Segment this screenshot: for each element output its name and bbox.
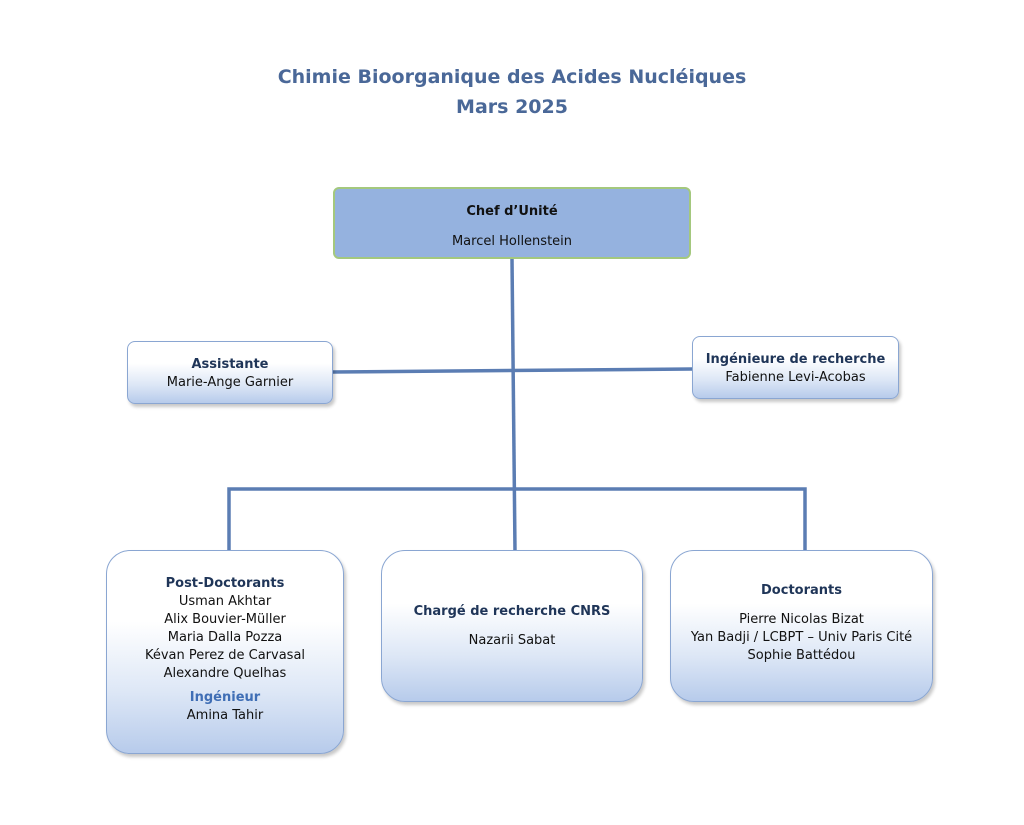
doctorants-box: Doctorants Pierre Nicolas Bizat Yan Badj…: [670, 550, 933, 702]
ingenieur-role: Ingénieur: [189, 690, 261, 705]
assistante-name: Marie-Ange Garnier: [166, 375, 294, 390]
chef-unite-box: Chef d’Unité Marcel Hollenstein: [333, 187, 691, 259]
ingenieur-name: Amina Tahir: [186, 708, 264, 723]
doctorant-member: Sophie Battédou: [747, 648, 856, 663]
trunk-line: [510, 258, 517, 552]
postdoc-member: Alexandre Quelhas: [163, 666, 287, 681]
doctorant-member: Yan Badji / LCBPT – Univ Paris Cité: [690, 630, 913, 645]
chart-title: Chimie Bioorganique des Acides Nucléique…: [277, 66, 747, 88]
postdoc-member: Maria Dalla Pozza: [167, 630, 283, 645]
ingenieure-recherche-box: Ingénieure de recherche Fabienne Levi-Ac…: [692, 336, 899, 399]
charge-recherche-name: Nazarii Sabat: [468, 633, 556, 648]
postdoc-member: Usman Akhtar: [178, 594, 272, 609]
chart-date: Mars 2025: [456, 96, 568, 118]
postdoctorants-box: Post-Doctorants Usman Akhtar Alix Bouvie…: [106, 550, 344, 754]
ingenieure-recherche-name: Fabienne Levi-Acobas: [725, 370, 866, 385]
branch-line: [227, 487, 807, 551]
doctorant-member: Pierre Nicolas Bizat: [739, 612, 864, 627]
staff-line: [332, 367, 693, 374]
charge-recherche-box: Chargé de recherche CNRS Nazarii Sabat: [381, 550, 643, 702]
chef-role: Chef d’Unité: [466, 204, 558, 219]
ingenieure-recherche-role: Ingénieure de recherche: [705, 352, 886, 367]
chef-name: Marcel Hollenstein: [451, 234, 573, 249]
assistante-role: Assistante: [191, 357, 269, 372]
postdoctorants-role: Post-Doctorants: [165, 576, 285, 591]
charge-recherche-role: Chargé de recherche CNRS: [413, 604, 611, 619]
postdoc-member: Kévan Perez de Carvasal: [144, 648, 306, 663]
assistante-box: Assistante Marie-Ange Garnier: [127, 341, 333, 404]
doctorants-role: Doctorants: [761, 583, 842, 598]
postdoc-member: Alix Bouvier-Müller: [164, 612, 286, 627]
